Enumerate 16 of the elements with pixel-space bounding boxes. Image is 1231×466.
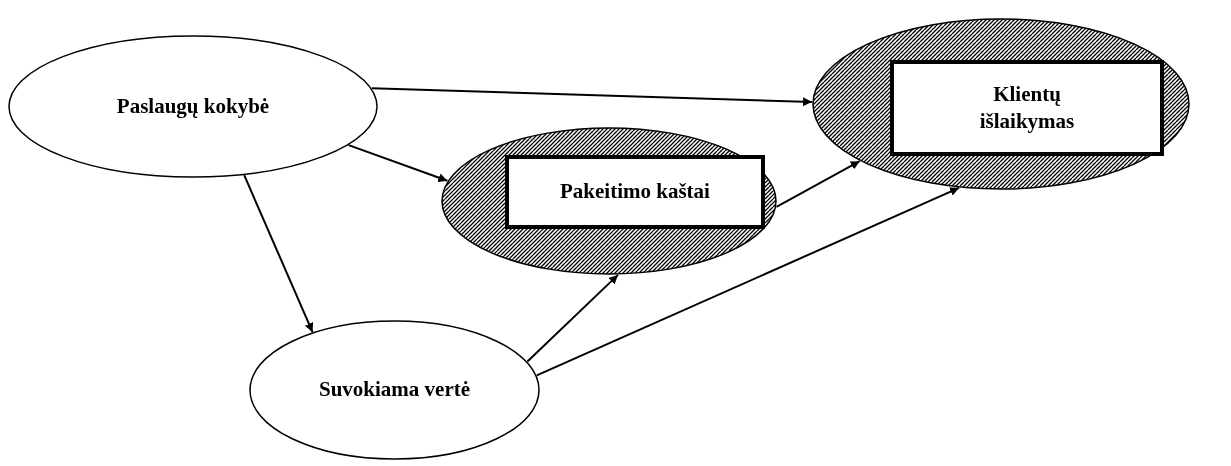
arrow xyxy=(526,273,619,363)
text-box xyxy=(890,60,1164,156)
hatched-ellipse xyxy=(812,18,1190,190)
arrow xyxy=(775,160,861,208)
arrow xyxy=(535,186,961,377)
arrow xyxy=(243,174,314,334)
node-label: Klientų išlaikymas xyxy=(978,80,1076,135)
hatched-ellipse xyxy=(441,127,777,275)
node-label: Pakeitimo kaštai xyxy=(559,178,711,206)
ellipse xyxy=(8,35,378,178)
arrow xyxy=(370,87,814,107)
text-box xyxy=(505,155,765,229)
arrow xyxy=(347,144,449,182)
node-label: Suvokiama vertė xyxy=(317,376,472,404)
ellipse xyxy=(249,320,540,460)
node-label: Paslaugų kokybė xyxy=(115,92,271,120)
